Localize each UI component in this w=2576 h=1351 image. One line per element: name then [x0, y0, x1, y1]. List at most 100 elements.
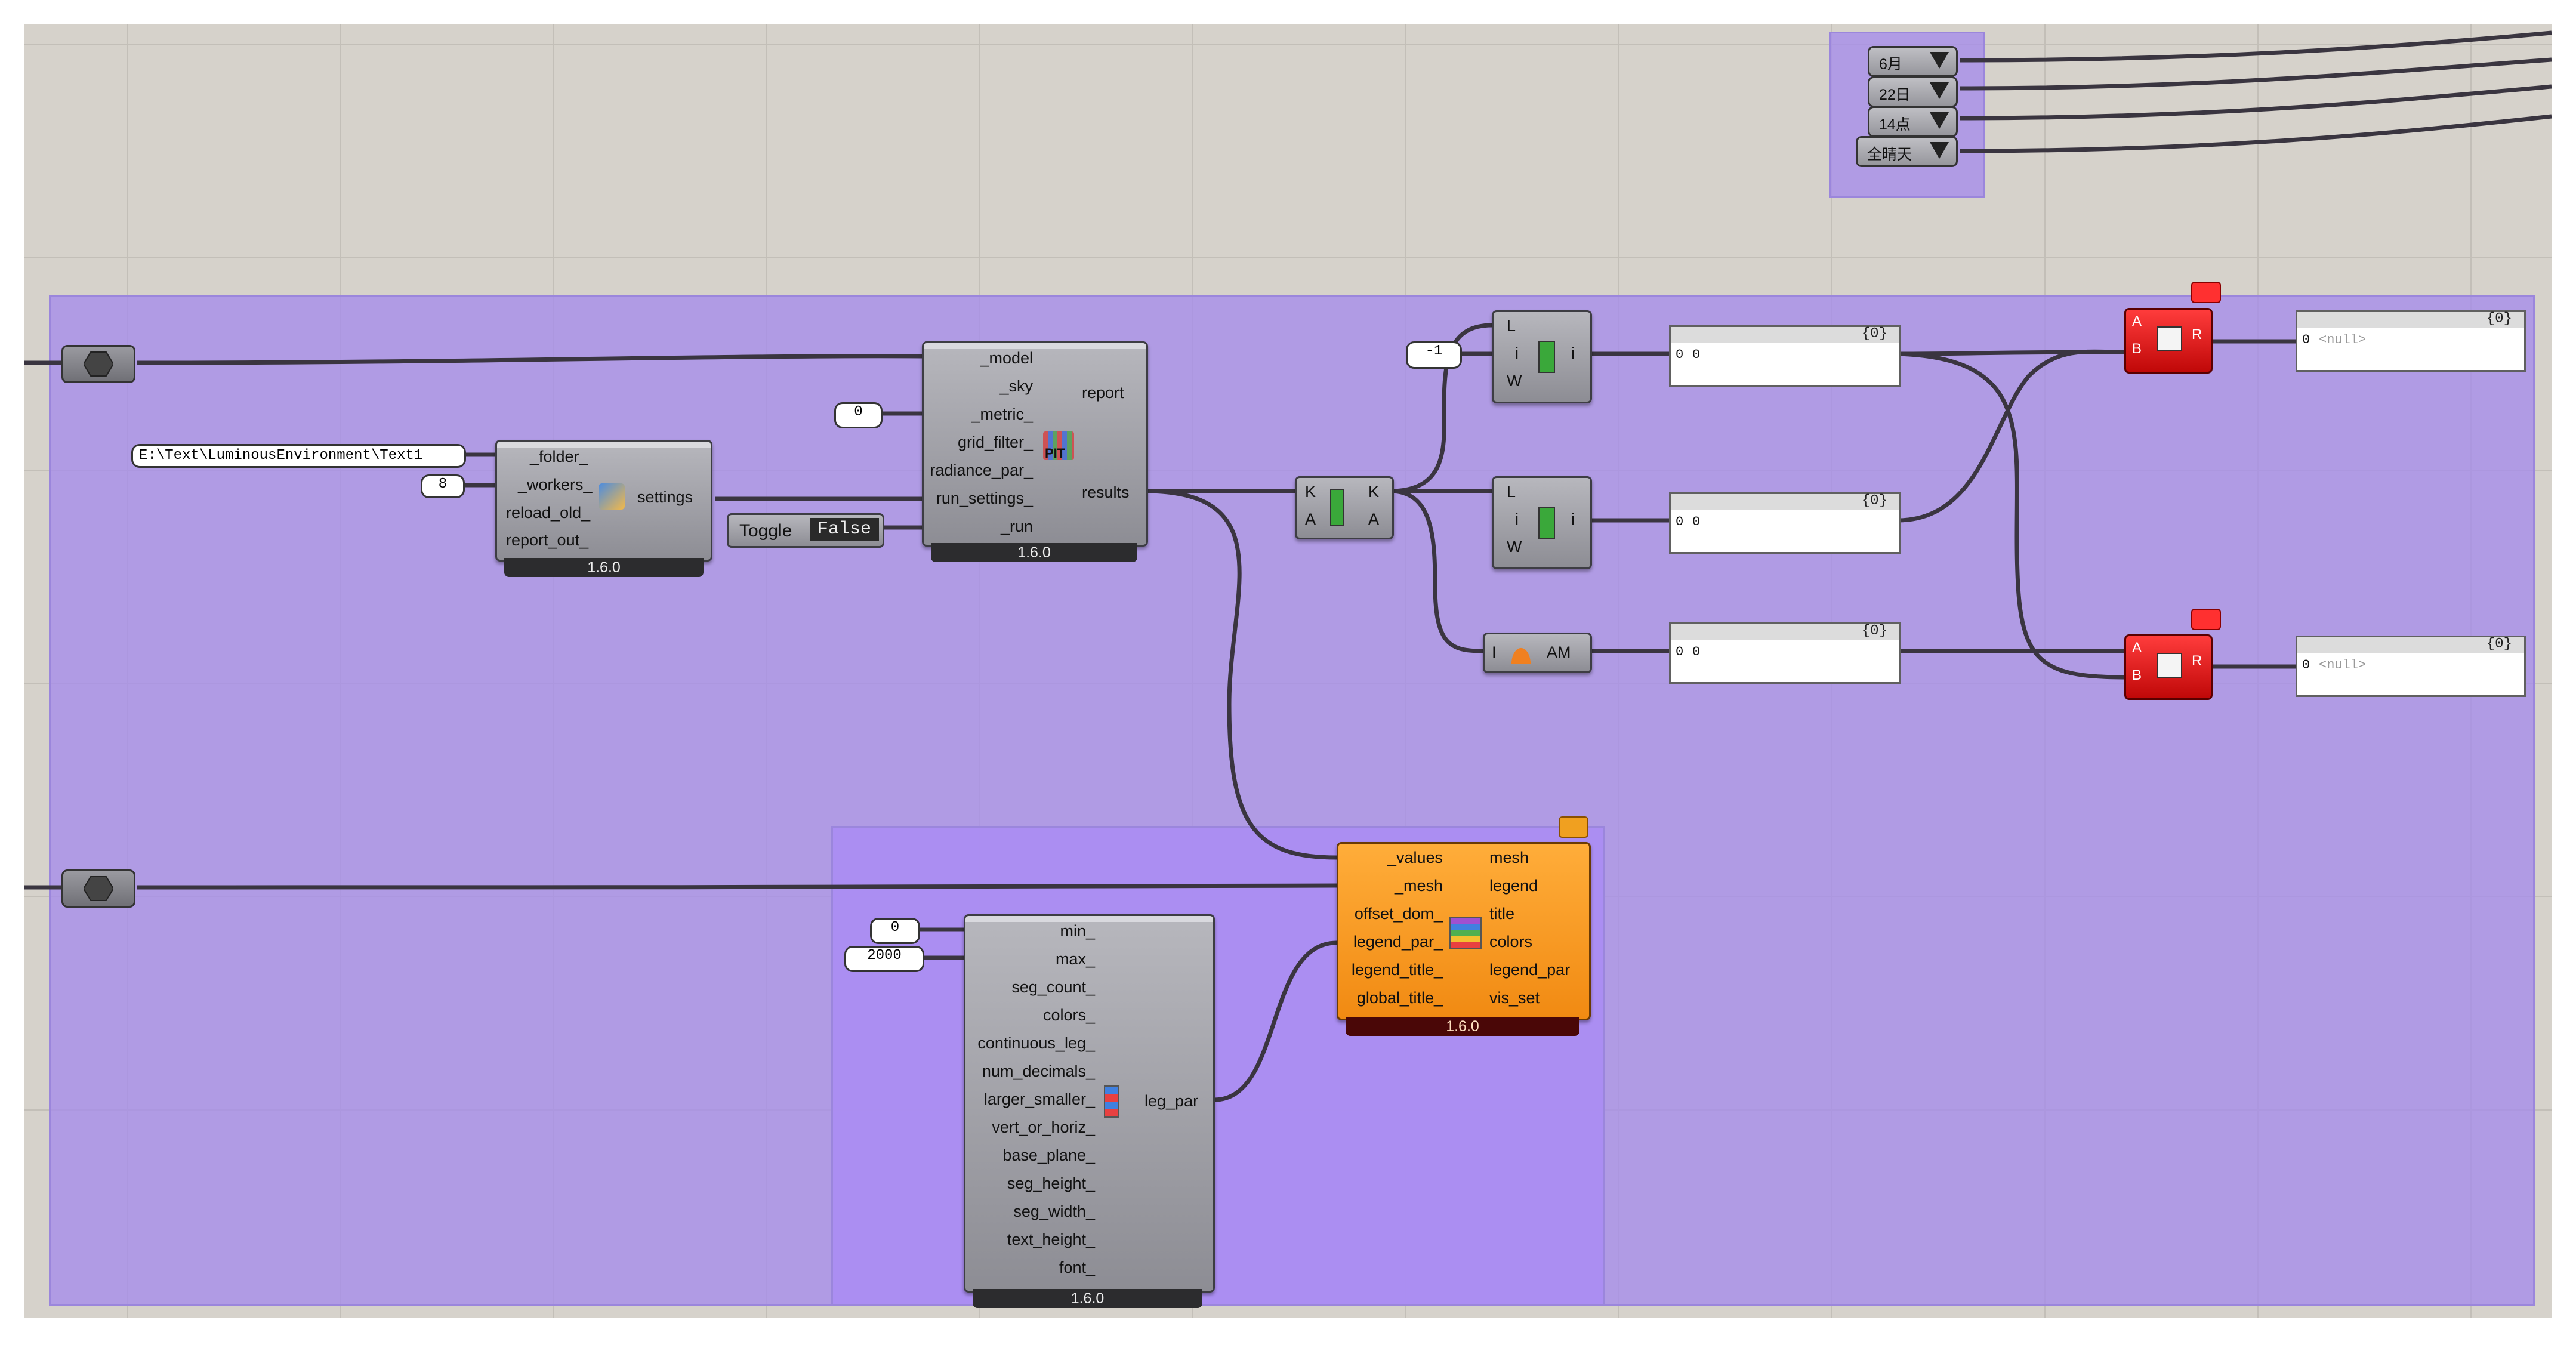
heatmap-input-mesh[interactable]: _mesh: [1394, 877, 1443, 895]
list-output-i[interactable]: i: [1571, 344, 1575, 362]
legend-output-leg-par[interactable]: leg_par: [1144, 1092, 1199, 1110]
input-reload-old[interactable]: reload_old_: [506, 504, 591, 522]
sort-output-a[interactable]: A: [1368, 510, 1380, 528]
toggle-value[interactable]: False: [810, 518, 879, 541]
sky-value-list[interactable]: 全晴天: [1856, 136, 1958, 167]
output-report[interactable]: report: [1082, 384, 1124, 402]
sort-output-k[interactable]: K: [1368, 483, 1380, 501]
model-geometry-param[interactable]: [61, 345, 135, 383]
list-input-i[interactable]: i: [1515, 510, 1519, 528]
list-input-l[interactable]: L: [1507, 483, 1516, 501]
division-component-1[interactable]: A B R: [2124, 308, 2213, 374]
legend-input-font[interactable]: font_: [1059, 1259, 1095, 1276]
input-report-out[interactable]: report_out_: [506, 531, 589, 549]
division-input-a[interactable]: A: [2132, 313, 2142, 329]
average-input-i[interactable]: I: [1492, 643, 1497, 661]
division-output-r[interactable]: R: [2192, 653, 2202, 669]
point-in-time-grid-component[interactable]: _model _sky _metric_ grid_filter_ radian…: [922, 341, 1148, 547]
heatmap-input-legend-title[interactable]: legend_title_: [1351, 961, 1443, 979]
legend-input-larger-smaller[interactable]: larger_smaller_: [983, 1090, 1095, 1108]
division-component-2[interactable]: A B R: [2124, 634, 2213, 700]
output-results[interactable]: results: [1082, 483, 1130, 501]
heatmap-input-legend-par[interactable]: legend_par_: [1353, 933, 1443, 951]
legend-input-continuous-leg[interactable]: continuous_leg_: [977, 1034, 1095, 1052]
input-run-settings[interactable]: run_settings_: [936, 489, 1033, 507]
division-input-b[interactable]: B: [2132, 341, 2142, 357]
panel-2[interactable]: {0} 0 0: [1669, 492, 1901, 554]
input-model[interactable]: _model: [980, 349, 1033, 367]
workers-number[interactable]: 8: [421, 474, 465, 498]
legend-parameters-component[interactable]: min_ max_ seg_count_ colors_ continuous_…: [964, 914, 1215, 1293]
legend-input-seg-height[interactable]: seg_height_: [1007, 1174, 1095, 1192]
heatmap-output-mesh[interactable]: mesh: [1489, 849, 1529, 866]
folder-path-panel[interactable]: E:\Text\LuminousEnvironment\Text1: [131, 444, 466, 468]
legend-input-base-plane[interactable]: base_plane_: [1002, 1146, 1095, 1164]
panel-4[interactable]: {0} 0 <null>: [2296, 310, 2526, 372]
sort-list-component[interactable]: K A K A: [1295, 476, 1394, 539]
legend-input-max[interactable]: max_: [1055, 950, 1095, 968]
heatmap-output-legend[interactable]: legend: [1489, 877, 1538, 895]
metric-number[interactable]: 0: [834, 402, 883, 428]
legend-input-num-decimals[interactable]: num_decimals_: [982, 1062, 1095, 1080]
legend-min-number[interactable]: 0: [870, 918, 920, 944]
input-run[interactable]: _run: [1000, 517, 1033, 535]
dropdown-arrow-icon[interactable]: [1930, 112, 1949, 129]
recipe-settings-component[interactable]: _folder_ _workers_ reload_old_ report_ou…: [495, 440, 712, 562]
dropdown-arrow-icon[interactable]: [1930, 142, 1949, 159]
sort-input-k[interactable]: K: [1305, 483, 1316, 501]
legend-input-text-height[interactable]: text_height_: [1007, 1230, 1095, 1248]
input-sky[interactable]: _sky: [999, 377, 1033, 395]
heatmap-input-values[interactable]: _values: [1387, 849, 1443, 866]
list-item-component-1[interactable]: L i W i: [1492, 310, 1592, 403]
panel-3[interactable]: {0} 0 0: [1669, 622, 1901, 684]
heatmap-input-global-title[interactable]: global_title_: [1356, 989, 1443, 1007]
input-radiance-par[interactable]: radiance_par_: [930, 461, 1033, 479]
heatmap-input-offset-dom[interactable]: offset_dom_: [1354, 905, 1443, 923]
month-value-list[interactable]: 6月: [1868, 46, 1958, 77]
run-toggle[interactable]: Toggle False: [727, 513, 884, 548]
dropdown-arrow-icon[interactable]: [1930, 52, 1949, 69]
day-value-list[interactable]: 22日: [1868, 76, 1958, 107]
list-input-i[interactable]: i: [1515, 344, 1519, 362]
dropdown-arrow-icon[interactable]: [1930, 82, 1949, 99]
remark-balloon-icon[interactable]: [1559, 816, 1588, 838]
input-grid-filter[interactable]: grid_filter_: [957, 433, 1033, 451]
heatmap-output-legend-par[interactable]: legend_par: [1489, 961, 1571, 979]
sort-input-a[interactable]: A: [1305, 510, 1316, 528]
legend-input-vert-or-horiz[interactable]: vert_or_horiz_: [992, 1118, 1095, 1136]
spatial-heatmap-component[interactable]: _values _mesh offset_dom_ legend_par_ le…: [1337, 842, 1591, 1020]
panel-1[interactable]: {0} 0 0: [1669, 325, 1901, 387]
wire-14hour: [1960, 84, 2552, 121]
legend-input-colors[interactable]: colors_: [1042, 1006, 1095, 1024]
average-component[interactable]: I AM: [1483, 633, 1592, 673]
mesh-geometry-param[interactable]: [61, 869, 135, 908]
average-output-am[interactable]: AM: [1547, 643, 1571, 661]
list-input-w[interactable]: W: [1507, 538, 1522, 556]
heatmap-output-colors[interactable]: colors: [1489, 933, 1533, 951]
list-item-component-2[interactable]: L i W i: [1492, 476, 1592, 569]
heatmap-output-title[interactable]: title: [1489, 905, 1515, 923]
warning-balloon-icon[interactable]: [2191, 282, 2221, 303]
list-input-l[interactable]: L: [1507, 317, 1516, 335]
hour-value-list[interactable]: 14点: [1868, 106, 1958, 137]
warning-balloon-icon[interactable]: [2191, 609, 2221, 630]
list-output-i[interactable]: i: [1571, 510, 1575, 528]
input-workers[interactable]: _workers_: [518, 476, 593, 493]
legend-input-seg-width[interactable]: seg_width_: [1013, 1202, 1095, 1220]
legend-input-seg-count[interactable]: seg_count_: [1011, 978, 1095, 996]
heatmap-output-vis-set[interactable]: vis_set: [1489, 989, 1540, 1007]
division-input-b[interactable]: B: [2132, 667, 2142, 683]
input-metric[interactable]: _metric_: [971, 405, 1033, 423]
list-input-w[interactable]: W: [1507, 372, 1522, 390]
legend-max-number[interactable]: 2000: [844, 946, 924, 972]
panel-5[interactable]: {0} 0 <null>: [2296, 636, 2526, 697]
output-settings[interactable]: settings: [637, 488, 693, 506]
index-number[interactable]: -1: [1406, 341, 1462, 369]
legend-input-min[interactable]: min_: [1060, 922, 1095, 940]
panel-title: {0}: [2486, 636, 2512, 652]
division-input-a[interactable]: A: [2132, 640, 2142, 656]
input-folder[interactable]: _folder_: [530, 448, 588, 465]
panel-title: {0}: [1861, 493, 1887, 509]
division-output-r[interactable]: R: [2192, 326, 2202, 343]
